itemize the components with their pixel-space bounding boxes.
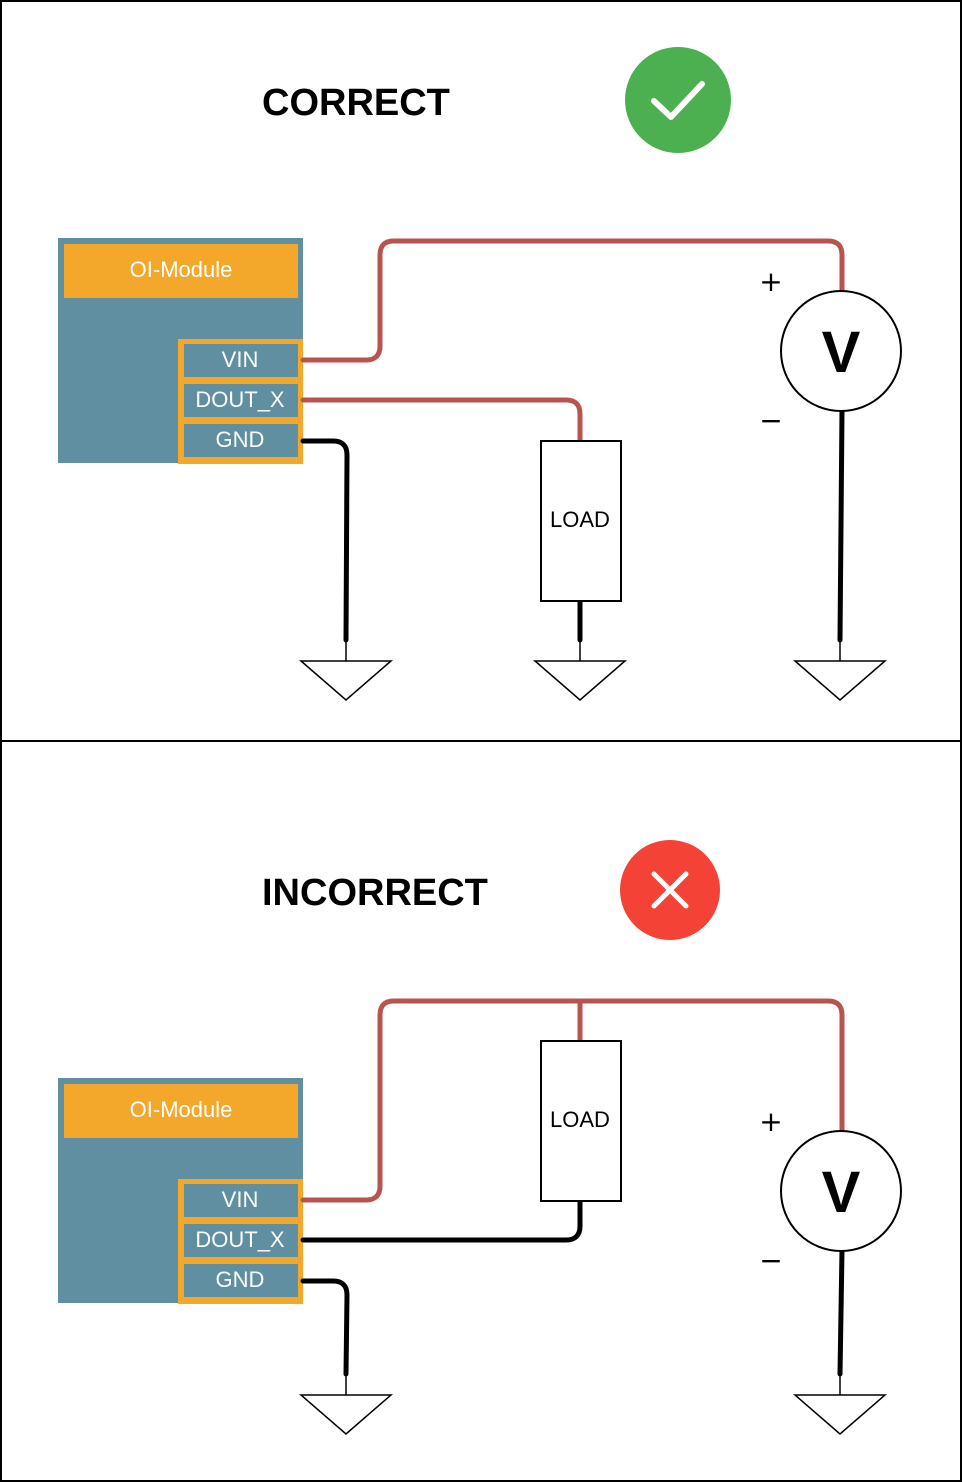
load-label: LOAD — [550, 507, 610, 532]
panel-incorrect-border — [0, 740, 962, 1482]
wire-load-to-dout — [300, 1197, 583, 1243]
panel-correct: CORRECT OI-Module VIN DOUT_X GND LOAD — [58, 47, 902, 701]
pin-gnd: GND — [216, 1267, 265, 1292]
ground-icon — [792, 1374, 888, 1435]
panel-incorrect: INCORRECT OI-Module VIN DOUT_X GND — [58, 840, 902, 1435]
minus-sign: − — [759, 1244, 782, 1277]
ground-icon — [532, 640, 628, 701]
wire-gnd-module — [300, 438, 350, 643]
oi-module: OI-Module VIN DOUT_X GND — [58, 1078, 303, 1304]
module-header — [64, 1084, 298, 1138]
wire-vin-to-meter — [300, 998, 845, 1203]
pin-vin: VIN — [222, 347, 259, 372]
panel-title: INCORRECT — [262, 872, 488, 914]
wire-meter-to-ground — [837, 1247, 845, 1377]
ground-icon — [298, 1374, 394, 1435]
pin-dout: DOUT_X — [195, 387, 285, 412]
voltmeter-label: V — [822, 320, 861, 385]
voltmeter: V + − — [759, 265, 902, 437]
load-label: LOAD — [550, 1107, 610, 1132]
load-resistor: LOAD — [540, 440, 622, 602]
module-label: OI-Module — [130, 257, 233, 282]
ground-icon — [298, 640, 394, 701]
ground-icon — [792, 640, 888, 701]
voltmeter-label: V — [822, 1160, 861, 1225]
pin-dout: DOUT_X — [195, 1227, 285, 1252]
check-icon — [625, 47, 731, 153]
wire-dout-to-load — [300, 397, 583, 444]
plus-sign: + — [759, 265, 782, 298]
wire-gnd-module — [300, 1278, 350, 1377]
wire-meter-to-ground — [837, 407, 845, 643]
load-resistor: LOAD — [540, 1040, 622, 1202]
oi-module: OI-Module VIN DOUT_X GND — [58, 238, 303, 464]
panel-title: CORRECT — [262, 82, 450, 124]
pin-vin: VIN — [222, 1187, 259, 1212]
cross-icon — [620, 840, 720, 940]
voltmeter: V + − — [759, 1105, 902, 1277]
pin-gnd: GND — [216, 427, 265, 452]
module-label: OI-Module — [130, 1097, 233, 1122]
minus-sign: − — [759, 404, 782, 437]
module-header — [64, 244, 298, 298]
wire-vin-to-meter — [300, 238, 845, 363]
plus-sign: + — [759, 1105, 782, 1138]
